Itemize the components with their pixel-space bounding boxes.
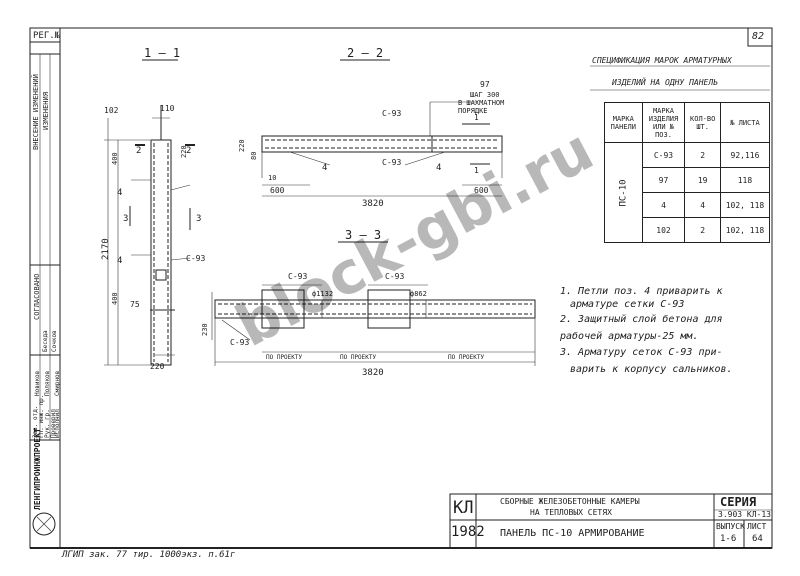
dim-10: 10 <box>268 174 277 182</box>
dim-po-proektu-3: ПО ПРОЕКТУ <box>448 354 485 361</box>
dim-3820-sec3: 3820 <box>362 368 384 378</box>
dim-102: 102 <box>104 106 119 115</box>
dim-po-proektu-2: ПО ПРОЕКТУ <box>340 354 377 361</box>
spec-panel-name: ПС-10 <box>618 178 629 207</box>
label-c93-mid: С-93 <box>382 158 402 167</box>
pos-4-lower: 4 <box>117 256 123 266</box>
pos-4-right: 4 <box>436 163 442 173</box>
step-note-2: В ШАХМАТНОМ <box>458 99 505 107</box>
dim-97: 97 <box>480 80 490 89</box>
dim-220-sec2: 220 <box>238 139 246 152</box>
table-row: 97 <box>641 167 686 193</box>
cut-mark-1-bottom: 1 <box>474 166 479 175</box>
note-1-line2: арматуре сетки С-93 <box>570 299 685 310</box>
stamp-changes: ИЗМЕНЕНИЯ <box>42 92 50 130</box>
table-row: 92,116 <box>719 142 771 168</box>
step-note-1: ШАГ 300 <box>470 91 500 99</box>
cut-mark-2-right: 2 <box>186 146 192 156</box>
label-c93-section1: С-93 <box>186 254 206 263</box>
dim-75: 75 <box>130 300 140 309</box>
stamp-name-5: Новиков <box>34 370 41 396</box>
reg-no-label: РЕГ.№ <box>33 31 61 41</box>
list-label: ЛИСТ <box>747 522 767 531</box>
table-row: 4 <box>684 192 721 218</box>
note-3-line1: 3. Арматуру сеток С-93 при- <box>560 347 723 358</box>
label-c93-sec3-left: С-93 <box>288 272 308 281</box>
series-label: СЕРИЯ <box>720 495 757 509</box>
spec-header-sheet: № ЛИСТА <box>719 102 771 143</box>
note-1-line1: 1. Петли поз. 4 приварить к <box>560 286 723 297</box>
series-value: 3.903 КЛ-13 <box>718 510 771 519</box>
stamp-name-4: Поляков <box>44 370 51 396</box>
stamp-name-2: Сочков <box>51 330 58 352</box>
stamp-org: ЛЕНГИПРОИНЖПРОЕКТ <box>33 428 42 510</box>
dim-po-proektu-1: ПО ПРОЕКТУ <box>266 354 303 361</box>
pos-4-left: 4 <box>322 163 328 173</box>
dim-80: 80 <box>250 151 258 160</box>
stamp-changes-2: ВНЕСЕНИЕ ИЗМЕНЕНИЙ <box>32 74 40 150</box>
section-title-3-3: 3 — 3 <box>345 228 382 242</box>
dim-phi862: ф862 <box>410 290 427 298</box>
spec-title-line2: ИЗДЕЛИЙ НА ОДНУ ПАНЕЛЬ <box>612 78 718 87</box>
dim-2170: 2170 <box>101 238 111 260</box>
label-c93-sec3-bottom: С-93 <box>230 338 250 347</box>
table-row: 118 <box>719 167 771 193</box>
spec-header-qty: КОЛ-ВО ШТ. <box>684 102 721 143</box>
stamp-soglasovano: СОГЛАСОВАНО <box>33 273 41 320</box>
list-value: 64 <box>752 534 763 544</box>
dim-220-bottom: 220 <box>150 362 165 371</box>
title-sheet-name: ПАНЕЛЬ ПС-10 АРМИРОВАНИЕ <box>500 528 645 539</box>
pos-4-upper: 4 <box>117 188 123 198</box>
note-2-line1: 2. Защитный слой бетона для <box>560 314 723 325</box>
spec-table: МАРКА ПАНЕЛИ МАРКА ИЗДЕЛИЯ ИЛИ № ПОЗ. КО… <box>604 102 771 243</box>
table-row: 102, 118 <box>719 192 771 218</box>
issue-value: 1-6 <box>720 534 737 544</box>
spec-header-item: МАРКА ИЗДЕЛИЯ ИЛИ № ПОЗ. <box>641 102 686 143</box>
note-2-line2: рабочей арматуры-25 мм. <box>560 331 699 342</box>
cut-mark-3-right: 3 <box>196 214 202 224</box>
table-row: С-93 <box>641 142 686 168</box>
table-row: 102 <box>641 217 686 243</box>
dim-230: 230 <box>201 323 209 336</box>
spec-panel-cell: ПС-10 <box>604 142 643 243</box>
issue-label: ВЫПУСК <box>716 522 745 531</box>
label-c93-sec3-right: С-93 <box>385 272 405 281</box>
title-desc-line2: НА ТЕПЛОВЫХ СЕТЯХ <box>530 508 612 517</box>
stamp-name-3: Смирнов <box>54 370 61 396</box>
table-row: 4 <box>641 192 686 218</box>
section-title-2-2: 2 — 2 <box>347 46 384 60</box>
cut-mark-2-left: 2 <box>136 146 142 156</box>
table-row: 2 <box>684 217 721 243</box>
print-footer: ЛГИП зак. 77 тир. 1000экз. п.61г <box>62 550 236 560</box>
section-title-1-1: 1 — 1 <box>144 46 181 60</box>
dim-600-left: 600 <box>270 186 285 195</box>
page-number: 82 <box>752 31 765 42</box>
title-desc-line1: СБОРНЫЕ ЖЕЛЕЗОБЕТОННЫЕ КАМЕРЫ <box>500 497 640 506</box>
spec-title-line1: СПЕЦИФИКАЦИЯ МАРОК АРМАТУРНЫХ <box>592 56 732 65</box>
title-year: 1982 <box>451 524 485 540</box>
dim-3820-sec2: 3820 <box>362 199 384 209</box>
table-row: 19 <box>684 167 721 193</box>
dim-400-bottom: 400 <box>111 292 119 305</box>
stamp-name-1: Беседа <box>42 330 49 352</box>
note-3-line2: варить к корпусу сальников. <box>570 364 733 375</box>
dim-400-top: 400 <box>111 152 119 165</box>
cut-mark-3-left: 3 <box>123 214 129 224</box>
table-row: 2 <box>684 142 721 168</box>
dim-600-right: 600 <box>474 186 489 195</box>
stamp-row-5: Исполнил <box>54 409 61 438</box>
cut-mark-1-top: 1 <box>474 113 479 122</box>
label-c93-top: С-93 <box>382 109 402 118</box>
dim-110: 110 <box>160 104 175 113</box>
table-row: 102, 118 <box>719 217 771 243</box>
step-note-3: ПОРЯДКЕ <box>458 107 488 115</box>
dim-phi1132: ф1132 <box>312 290 334 298</box>
spec-header-panel: МАРКА ПАНЕЛИ <box>604 102 643 143</box>
title-code: КЛ <box>453 498 474 518</box>
